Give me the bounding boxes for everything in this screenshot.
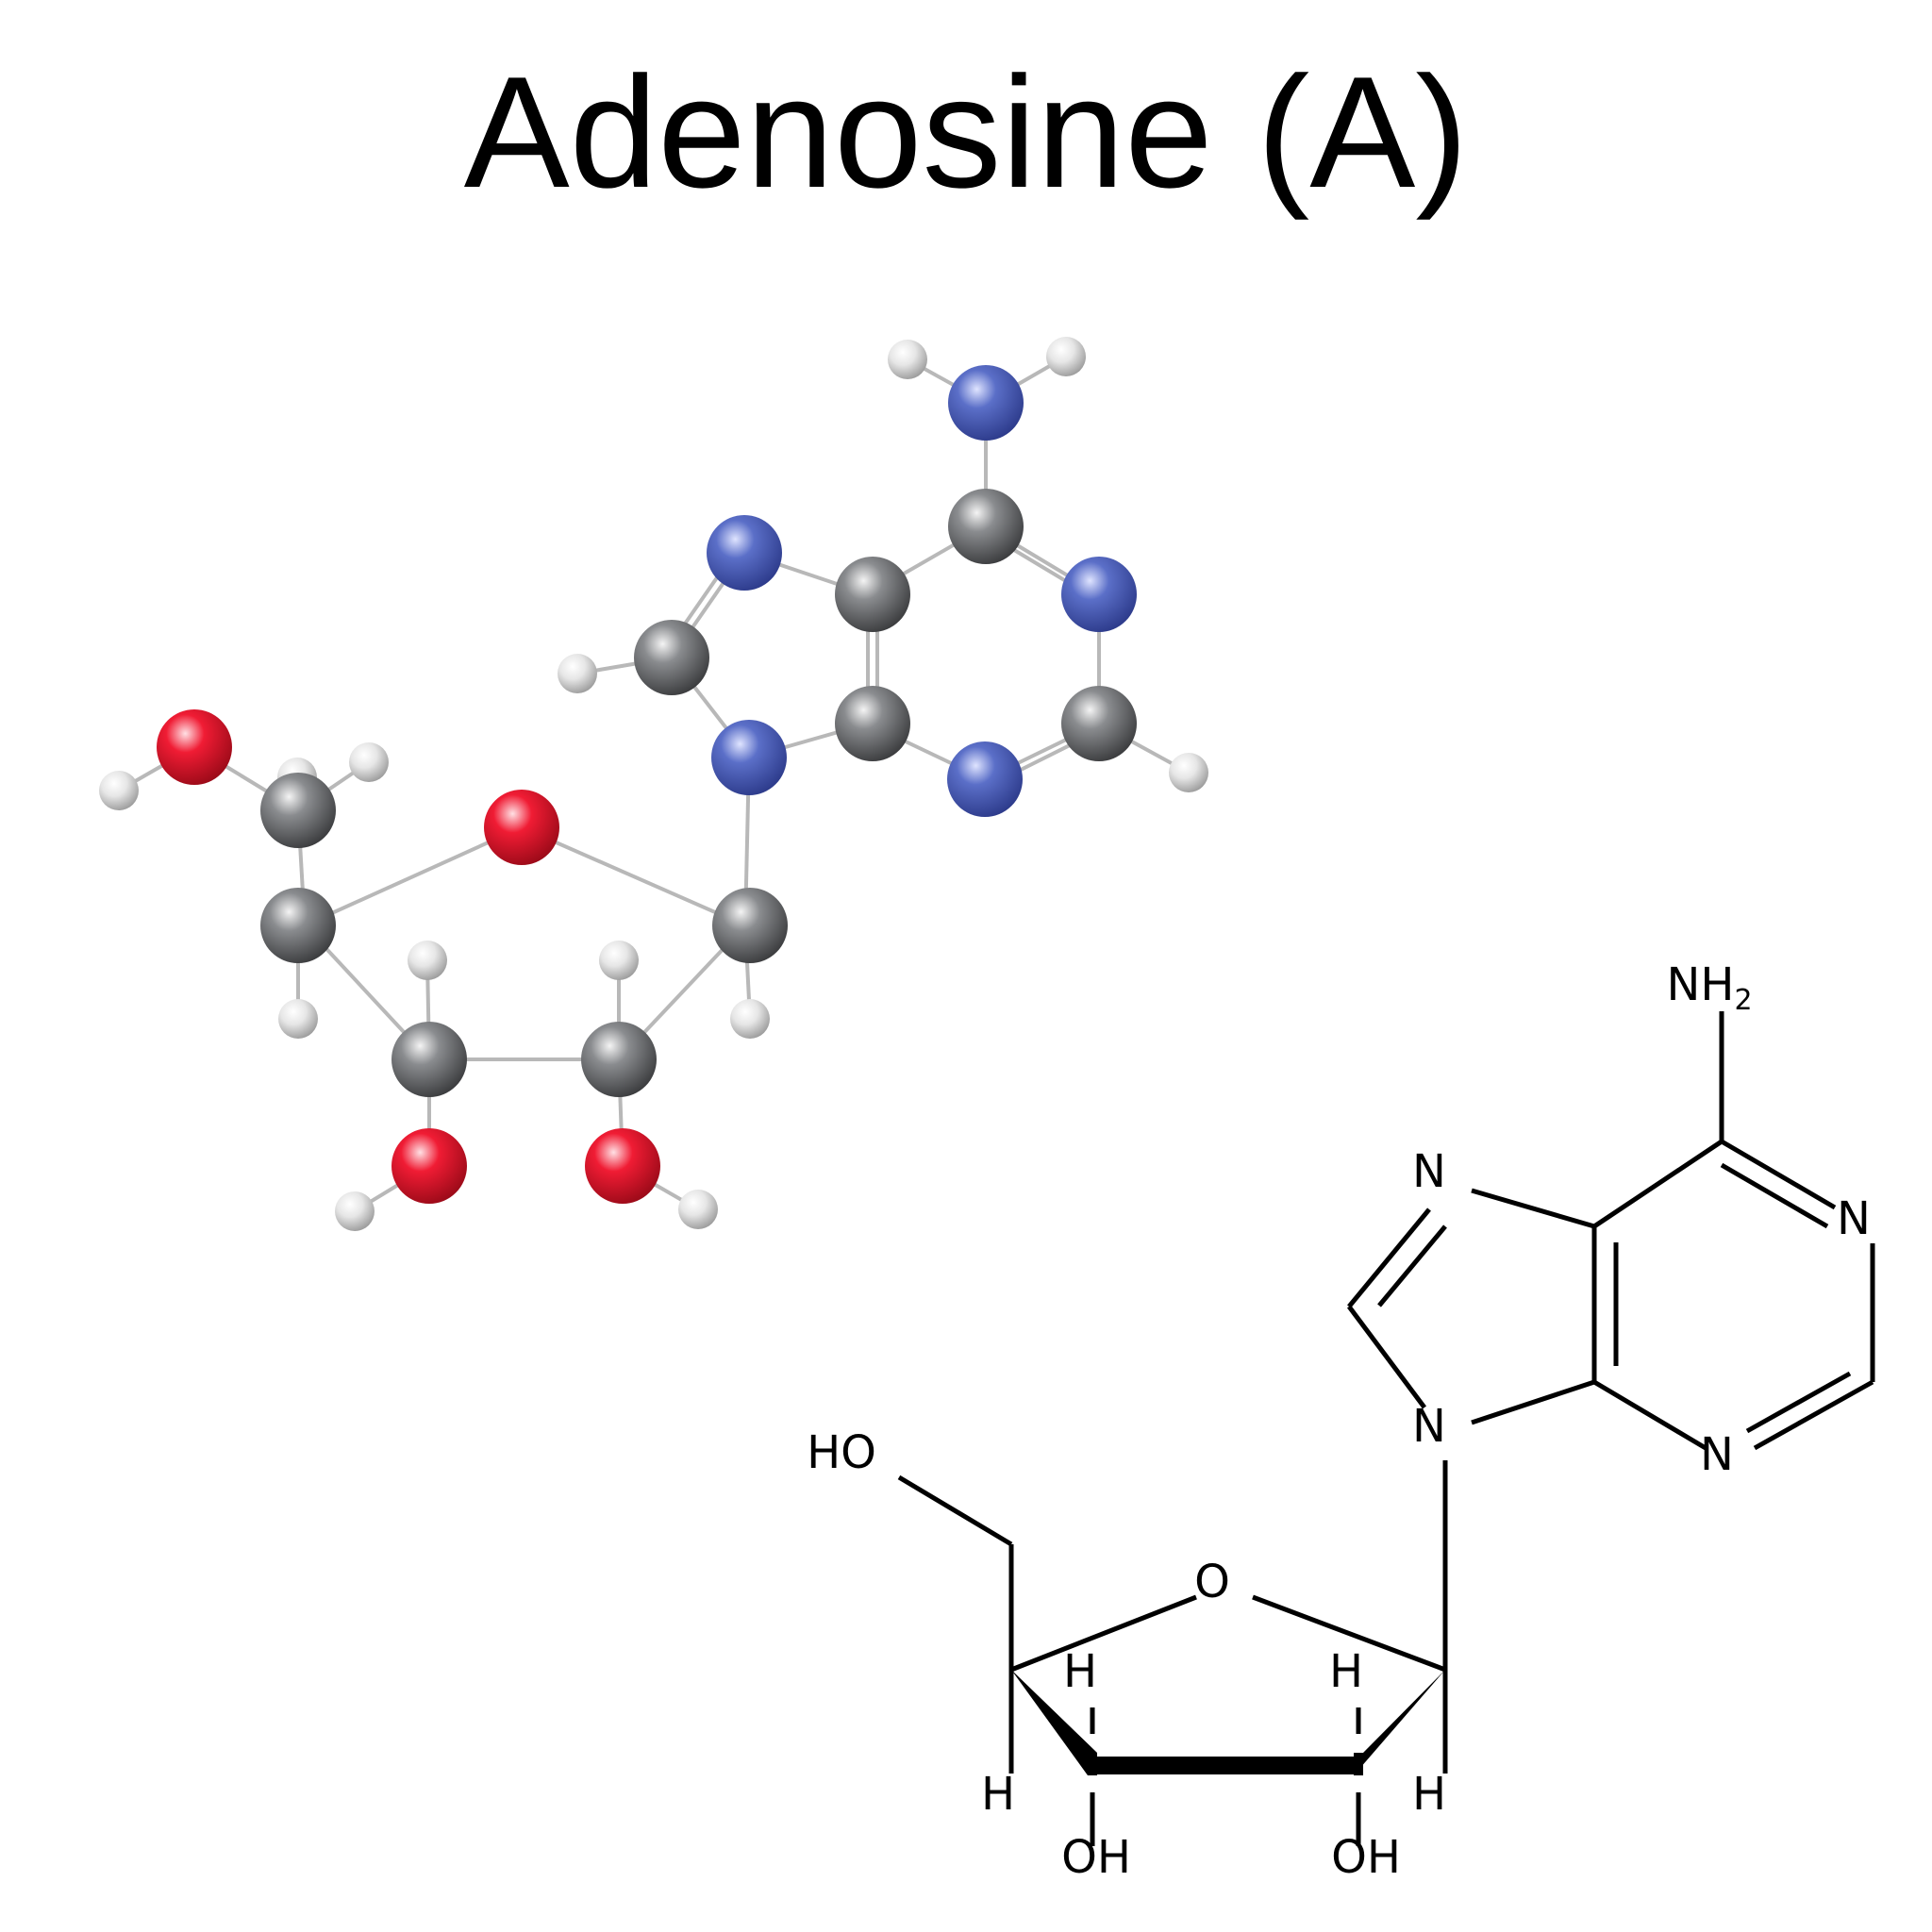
model-atoms [99, 337, 1208, 1231]
hydrogen-atom [349, 742, 389, 782]
bond [1720, 1162, 1829, 1229]
h-label-c1: H [1412, 1768, 1446, 1821]
ho-label: HO [807, 1426, 876, 1479]
oh-label-c2: OH [1331, 1831, 1401, 1884]
hydrogen-atom [99, 771, 139, 810]
ball-and-stick-model [99, 337, 1208, 1231]
nitrogen-atom [947, 741, 1023, 817]
nitrogen-atom [1061, 557, 1137, 632]
bond [1377, 1224, 1447, 1307]
h-label-c2: H [1329, 1645, 1363, 1698]
hydrogen-atom [1169, 753, 1208, 792]
carbon-atom [581, 1022, 657, 1097]
bond [1592, 1379, 1707, 1451]
bond [1745, 1371, 1852, 1434]
nh2-label: NH2 [1666, 958, 1752, 1017]
bold-bond [1092, 1757, 1358, 1774]
carbon-atom [260, 888, 336, 963]
carbon-atom [835, 557, 910, 632]
bond [521, 825, 746, 927]
oxygen-atom [391, 1128, 467, 1204]
carbon-atom [948, 489, 1024, 564]
wedge-bond [1011, 1670, 1097, 1775]
carbon-atom [634, 620, 709, 695]
bond [304, 825, 523, 927]
oxygen-atom [157, 709, 232, 785]
nitrogen-atom [711, 720, 787, 795]
bond [1252, 1594, 1446, 1673]
carbon-atom [260, 773, 336, 848]
bond [1592, 1139, 1724, 1229]
nh2-label-subscript: 2 [1734, 984, 1752, 1017]
carbon-atom [712, 888, 788, 963]
bond [897, 1474, 1013, 1547]
carbon-atom [1061, 686, 1137, 761]
n7-label: N [1412, 1145, 1446, 1198]
hydrogen-atom [888, 340, 927, 379]
bond [1471, 1379, 1595, 1425]
oxygen-atom [585, 1128, 660, 1204]
hydrogen-atom [730, 999, 770, 1039]
oxygen-atom [484, 790, 559, 865]
n9-label: N [1412, 1400, 1446, 1453]
hydrogen-atom [558, 654, 597, 693]
hydrogen-atom [335, 1191, 375, 1231]
bold-bond-cap-right [1354, 1753, 1363, 1775]
formula-labels: NH2 N N N N HO O H H H H OH OH [807, 958, 1871, 1884]
nitrogen-atom [948, 365, 1024, 441]
page-title: Adenosine (A) [463, 43, 1469, 221]
bond [1010, 1594, 1197, 1673]
wedge-bond [1354, 1670, 1445, 1775]
carbon-atom [835, 686, 910, 761]
hydrogen-atom [278, 999, 318, 1039]
h-label-c4: H [981, 1768, 1015, 1821]
bond [1720, 1139, 1837, 1210]
nitrogen-atom [707, 515, 782, 591]
formula-bonds [897, 1011, 1875, 1846]
bond [1471, 1188, 1595, 1229]
bond [1346, 1305, 1427, 1409]
ring-oxygen-label: O [1194, 1556, 1230, 1608]
h-label-c3: H [1063, 1645, 1097, 1698]
carbon-atom [391, 1022, 467, 1097]
n3-label: N [1700, 1428, 1734, 1481]
formula-wedges [1011, 1670, 1445, 1775]
structural-formula: NH2 N N N N HO O H H H H OH OH [807, 958, 1875, 1884]
hydrogen-atom [599, 941, 639, 980]
hydrogen-atom [408, 941, 447, 980]
n1-label: N [1837, 1192, 1871, 1245]
bond [1347, 1208, 1431, 1308]
hydrogen-atom [678, 1190, 718, 1229]
nh2-label-main: NH [1666, 958, 1734, 1011]
bold-bond-cap-left [1088, 1753, 1097, 1775]
hydrogen-atom [1046, 337, 1086, 376]
oh-label-c3: OH [1061, 1831, 1131, 1884]
bond [1753, 1379, 1874, 1451]
